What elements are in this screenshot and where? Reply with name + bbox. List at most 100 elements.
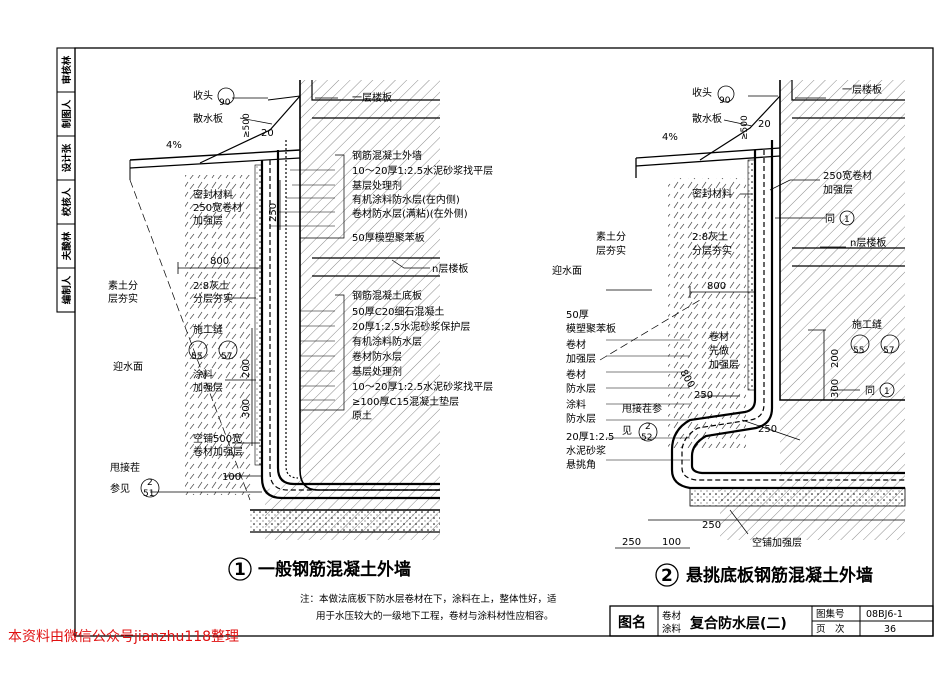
tb-page-value: 36 [884, 624, 896, 635]
left-slope: 4% [166, 140, 182, 151]
right-ref57: 57 [883, 346, 894, 356]
note: 注：本做法底板下防水层卷材在下，涂料在上，整体性好，适 用于水压较大的一级地下工… [300, 593, 557, 622]
left-dim-20: 20 [261, 128, 274, 139]
left-wall-layer-6: 50厚模塑聚苯板 [352, 231, 425, 244]
tb-set-label: 图集号 [816, 608, 845, 620]
right-sanshuiban: 散水板 [692, 112, 722, 125]
left-wall-layer-2: 10～20厚1:2.5水泥砂浆找平层 [352, 164, 493, 177]
left-concrete-hatch [265, 80, 440, 540]
right-tong1-ref: 1 [844, 215, 850, 225]
right-dim-100: 100 [662, 537, 681, 548]
right-floor1: 一层楼板 [842, 83, 882, 96]
tb-material-2: 涂料 [662, 623, 682, 635]
right-stack-9: 水泥砂浆 [566, 444, 606, 457]
left-dim-100: 100 [222, 472, 241, 483]
left-title: 一般钢筋混凝土外墙 [258, 559, 411, 580]
left-kongpu2: 卷材加强层 [193, 445, 243, 458]
right-kongpu: 空铺加强层 [752, 536, 802, 549]
right-stack-8: 20厚1:2.5 [566, 431, 614, 443]
right-ref55: 55 [853, 346, 864, 356]
left-floor-layer-9: 原土 [352, 409, 372, 422]
left-sanshuiban: 散水板 [193, 112, 223, 125]
right-stack-4: 卷材 [566, 368, 586, 381]
right-dim-500: ≥500 [740, 115, 750, 140]
right-juancai250: 250宽卷材 [823, 169, 872, 182]
left-sutu2: 层夯实 [108, 292, 138, 305]
left-title-number: 1 [234, 560, 246, 580]
left-ref57: 57 [221, 352, 232, 362]
right-shuaijie2: 见 [622, 425, 632, 437]
left-wall-layer-5: 卷材防水层(满粘)(在外侧) [352, 207, 468, 220]
left-floor-layer-4: 有机涂料防水层 [352, 335, 422, 348]
side-label-4: 校核人 [61, 187, 73, 216]
left-wall-layer-4: 有机涂料防水层(在内侧) [352, 193, 460, 206]
left-shoutou: 收头 [193, 89, 213, 102]
left-juancai250: 250宽卷材 [193, 201, 242, 214]
side-label-6: 编制人 [61, 275, 73, 304]
right-jiaqiang: 加强层 [823, 184, 853, 196]
left-shuaijie2: 参见 [110, 482, 130, 495]
left-dim-250: 250 [268, 203, 279, 222]
left-floor1: 一层楼板 [352, 91, 392, 104]
right-shigongfeng: 施工缝 [852, 318, 882, 331]
right-title: 悬挑底板钢筋混凝土外墙 [686, 565, 873, 586]
right-stack-6: 涂料 [566, 398, 586, 411]
right-tong1b: 同 [865, 385, 875, 397]
right-shoutou-ref: 90 [719, 96, 731, 106]
right-stack-2: 卷材 [566, 338, 586, 351]
right-detail: 收头 90 散水板 ≥500 20 4% 一层楼板 250宽卷材 加强层 密封材… [552, 80, 906, 587]
right-dim-250d: 250 [622, 537, 641, 548]
left-shoutou-ref: 90 [219, 98, 231, 108]
left-kongpu1: 空铺500宽 [193, 432, 242, 445]
right-title-number: 2 [661, 566, 673, 586]
right-ref52: 52 [641, 433, 652, 443]
left-shigongfeng: 施工缝 [193, 323, 223, 336]
left-wall-layer-1: 钢筋混凝土外墙 [352, 149, 422, 162]
right-tong1b-ref: 1 [884, 387, 890, 397]
watermark-text: 本资料由微信公众号jianzhu118整理 [8, 629, 240, 645]
left-floor-layer-6: 基层处理剂 [352, 365, 402, 378]
left-floor-layer-1: 钢筋混凝土底板 [352, 289, 422, 302]
side-label-3: 设计张 [61, 143, 73, 172]
tb-name: 复合防水层(二) [689, 615, 787, 632]
sheet-frame [74, 47, 934, 637]
left-shuaijie1: 甩接茬 [110, 461, 140, 474]
left-huitu1: 2:8灰土 [193, 279, 229, 292]
left-floor-layer-3: 20厚1:2.5水泥砂浆保护层 [352, 320, 470, 333]
title-block: 图名 卷材 涂料 复合防水层(二) 图集号 08BJ6-1 页 次 36 [609, 605, 934, 637]
right-stack-10: 悬挑角 [566, 458, 596, 471]
right-sutu1: 素土分 [596, 230, 626, 243]
left-wall-layer-3: 基层处理剂 [352, 179, 402, 192]
left-floor-n: n层楼板 [432, 262, 468, 275]
left-dim-200: 200 [241, 359, 252, 378]
right-dim-250c: 250 [702, 520, 721, 531]
right-shoutou: 收头 [692, 86, 712, 99]
right-stack-3: 加强层 [566, 353, 596, 365]
right-stack-5: 防水层 [566, 382, 596, 395]
left-ref55: 55 [191, 352, 202, 362]
side-strip: 审核林 制图人 设计张 校核人 夫酸林 编制人 [56, 47, 76, 313]
tb-page-label: 页 次 [816, 623, 845, 635]
left-mifeng: 密封材料 [193, 188, 233, 201]
right-xianpu-1: 先做 [709, 344, 729, 357]
left-floor-layer-7: 10～20厚1:2.5水泥砂浆找平层 [352, 380, 493, 393]
right-stack-7: 防水层 [566, 412, 596, 425]
left-dim-800: 800 [210, 256, 229, 267]
left-dim-300: 300 [241, 399, 252, 418]
tb-label: 图名 [618, 614, 646, 631]
left-jiaqiang: 加强层 [193, 215, 223, 227]
left-floor-layer-8: ≥100厚C15混凝土垫层 [352, 395, 459, 408]
right-dim-250a: 250 [694, 390, 713, 401]
right-stack-1: 模塑聚苯板 [566, 322, 616, 335]
side-label-5: 夫酸林 [61, 231, 73, 261]
left-tuliao: 涂料 [193, 368, 213, 381]
left-ref51: 51 [143, 489, 154, 499]
left-sutu1: 素土分 [108, 279, 138, 292]
side-label-2: 制图人 [61, 99, 73, 128]
right-mifeng: 密封材料 [692, 187, 732, 200]
tb-material-1: 卷材 [662, 610, 682, 622]
left-tuliao-jq: 加强层 [193, 382, 223, 394]
right-slope: 4% [662, 132, 678, 143]
